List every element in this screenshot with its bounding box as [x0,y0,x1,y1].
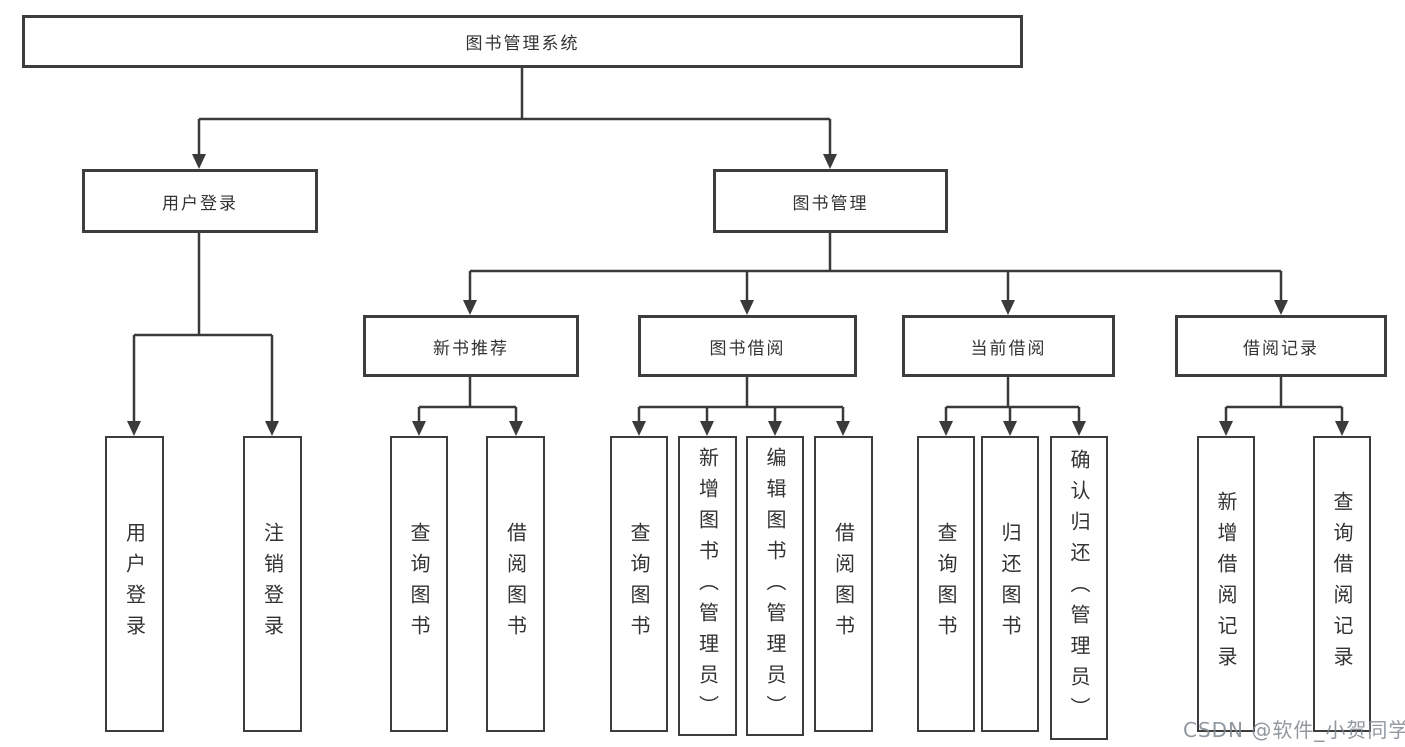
node-user-login-module: 用户登录 [82,169,318,233]
node-book-borrowing: 图书借阅 [638,315,857,377]
leaf-label: 查询图书 [627,522,651,646]
leaf-label: 归还图书 [998,522,1022,646]
leaf-query-borrow-record: 查询借阅记录 [1313,436,1371,732]
leaf-borrow-books-2: 借阅图书 [814,436,873,732]
leaf-label: 查询图书 [407,522,431,646]
leaf-confirm-return-admin: 确认归还（管理员） [1050,436,1108,740]
leaf-add-books-admin: 新增图书（管理员） [678,436,737,736]
node-root-library-system: 图书管理系统 [22,15,1023,68]
leaf-label: 确认归还（管理员） [1067,448,1091,728]
leaf-label: 新增图书（管理员） [695,446,720,726]
leaf-label: 编辑图书（管理员） [763,446,787,726]
node-new-book-recommend: 新书推荐 [363,315,579,377]
leaf-return-books: 归还图书 [981,436,1039,732]
node-current-borrowing: 当前借阅 [902,315,1115,377]
leaf-label: 注销登录 [260,522,285,646]
node-book-management-module: 图书管理 [713,169,948,233]
leaf-add-borrow-record: 新增借阅记录 [1197,436,1255,732]
leaf-logout: 注销登录 [243,436,302,732]
csdn-watermark: CSDN @软件_小贺同学 [1183,718,1405,742]
leaf-label: 查询借阅记录 [1330,491,1354,677]
leaf-label: 查询图书 [934,522,958,646]
leaf-query-books-3: 查询图书 [917,436,975,732]
edge-paths [132,68,1344,425]
node-borrowing-records: 借阅记录 [1175,315,1387,377]
leaf-edit-books-admin: 编辑图书（管理员） [746,436,804,736]
arrowheads [127,154,1349,436]
leaf-label: 用户登录 [122,522,147,646]
leaf-query-books-1: 查询图书 [390,436,448,732]
leaf-label: 新增借阅记录 [1214,491,1238,677]
leaf-label: 借阅图书 [831,522,856,646]
leaf-borrow-books-1: 借阅图书 [486,436,545,732]
leaf-query-books-2: 查询图书 [610,436,668,732]
leaf-user-login: 用户登录 [105,436,164,732]
leaf-label: 借阅图书 [503,522,528,646]
